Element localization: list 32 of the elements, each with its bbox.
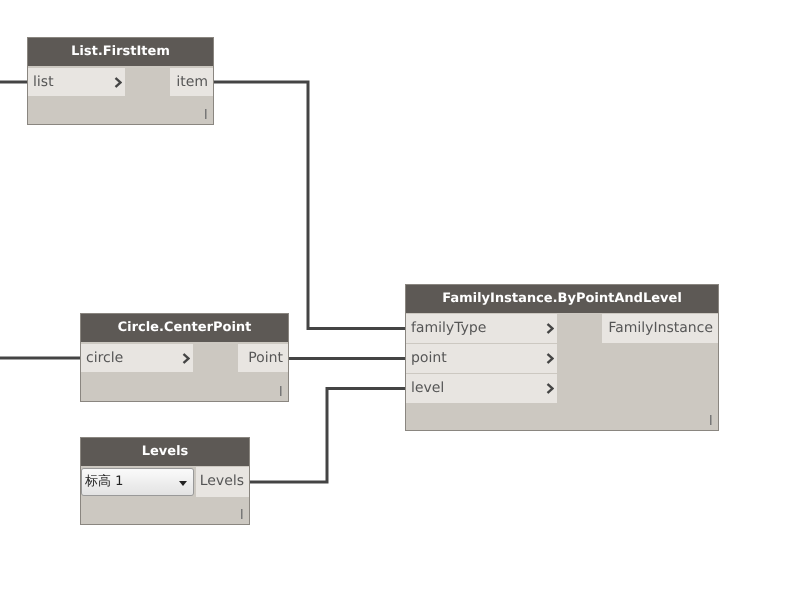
dropdown-field: 标高 1	[81, 468, 194, 496]
output-port	[602, 314, 718, 343]
wire	[0, 80, 28, 84]
input-port	[81, 344, 193, 372]
port-label: FamilyInstance	[608, 319, 713, 338]
input-port	[28, 68, 125, 96]
wire	[0, 356, 81, 360]
port-label: item	[176, 73, 208, 92]
title-bar: Levels	[81, 438, 249, 466]
wire	[288, 357, 406, 360]
node-box	[80, 437, 250, 525]
input-port	[406, 374, 557, 403]
title-bar: Circle.CenterPoint	[81, 314, 288, 342]
title-bar: List.FirstItem	[28, 38, 213, 66]
input-port	[406, 314, 557, 343]
port-label: Point	[248, 349, 283, 368]
port-label: point	[411, 349, 447, 368]
output-port	[170, 68, 213, 96]
port-label: familyType	[411, 319, 486, 338]
port-label: level	[411, 379, 444, 398]
output-port	[238, 344, 288, 372]
port-label: circle	[86, 349, 124, 368]
node-box	[80, 313, 289, 402]
node-box	[405, 284, 719, 431]
wire	[213, 80, 406, 330]
output-port	[196, 467, 249, 497]
node-box	[27, 37, 214, 125]
input-port	[406, 344, 557, 373]
port-label: Levels	[200, 472, 244, 491]
port-label: list	[33, 73, 54, 92]
wire	[249, 387, 406, 484]
title-bar: FamilyInstance.ByPointAndLevel	[406, 285, 718, 313]
